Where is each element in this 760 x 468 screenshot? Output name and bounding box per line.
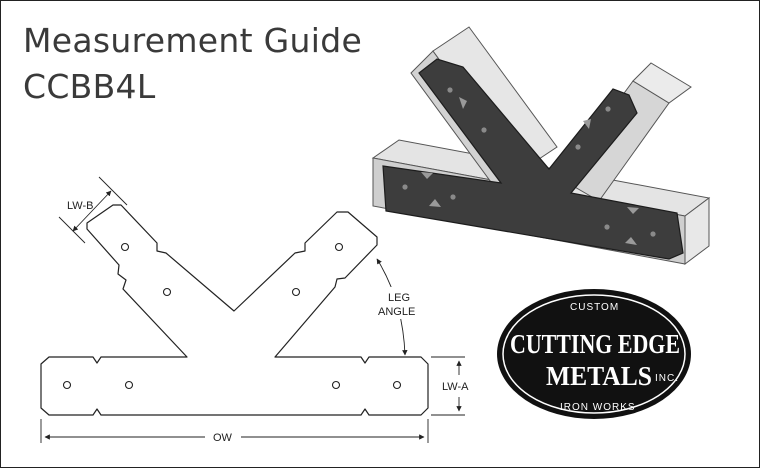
plate-bolt-hole bbox=[605, 106, 611, 112]
bolt-hole bbox=[124, 380, 134, 390]
bracket-outline-shape bbox=[40, 204, 429, 416]
dimension-leg-angle: LEG ANGLE bbox=[376, 258, 427, 356]
leg-label: LEG bbox=[388, 292, 410, 304]
logo-ellipse bbox=[497, 289, 691, 419]
bolt-hole bbox=[331, 380, 341, 390]
plate-notch bbox=[625, 237, 637, 245]
bolt-hole bbox=[162, 287, 172, 297]
logo-inc-text: INC. bbox=[655, 373, 679, 384]
plate-bolt-hole bbox=[402, 184, 408, 190]
plate-notch bbox=[459, 97, 467, 109]
plate-bolt-hole bbox=[650, 231, 656, 237]
page-title: Measurement Guide bbox=[23, 21, 363, 60]
plate-notch bbox=[429, 199, 441, 207]
dimension-lw-b: LW-B bbox=[58, 176, 128, 244]
bolt-hole bbox=[62, 380, 72, 390]
horizontal-beam-end bbox=[684, 197, 710, 265]
lw-a-label: LW-A bbox=[442, 381, 469, 393]
lw-b-label: LW-B bbox=[67, 200, 94, 212]
extension-line bbox=[58, 216, 86, 244]
bracket-outline bbox=[40, 204, 429, 416]
bolt-hole bbox=[291, 287, 301, 297]
extension-line bbox=[98, 176, 128, 206]
dimension-lw-a: LW-A bbox=[431, 356, 469, 416]
bolt-hole bbox=[392, 380, 402, 390]
logo-iron-works-text: IRON WORKS bbox=[560, 402, 636, 413]
logo-metals-text: METALS bbox=[546, 361, 652, 391]
plate-notch bbox=[627, 207, 639, 214]
logo-ring bbox=[502, 294, 686, 414]
plate-bolt-hole bbox=[604, 224, 610, 230]
ow-label: OW bbox=[213, 432, 233, 444]
dimension-line bbox=[72, 190, 112, 232]
logo-custom-text: CUSTOM bbox=[570, 302, 619, 313]
plate-notch bbox=[421, 172, 433, 179]
plate-bolt-hole bbox=[575, 144, 581, 150]
right-beam-top bbox=[632, 62, 692, 104]
bolt-hole bbox=[120, 242, 130, 252]
plate-bolt-hole bbox=[447, 87, 453, 93]
angle-label: ANGLE bbox=[378, 306, 415, 318]
plate-bolt-hole bbox=[481, 127, 487, 133]
bolt-hole bbox=[334, 242, 344, 252]
product-code: CCBB4L bbox=[23, 67, 156, 106]
bracket-3d-render bbox=[371, 26, 711, 265]
company-logo: CUSTOM CUTTING EDGE METALS INC. IRON WOR… bbox=[497, 289, 691, 419]
logo-cutting-edge-text: CUTTING EDGE bbox=[510, 329, 680, 359]
plate-notch bbox=[583, 119, 591, 129]
label-mask bbox=[381, 287, 427, 319]
dimension-ow: OW bbox=[40, 419, 429, 444]
plate-bolt-hole bbox=[450, 194, 456, 200]
